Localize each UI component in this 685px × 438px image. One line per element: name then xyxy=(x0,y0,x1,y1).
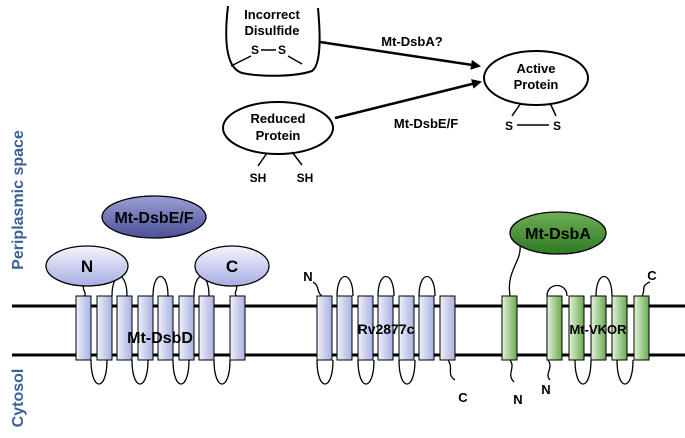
arrow-upper-label: Mt-DsbA? xyxy=(381,34,442,49)
rv-label: Rv2877c xyxy=(358,321,415,337)
disulfide-stem-right xyxy=(287,55,303,65)
rv-helix xyxy=(377,295,394,361)
dsbd-n-domain xyxy=(45,245,129,287)
dsba-n-tail xyxy=(509,359,515,383)
dsbd-c-label: C xyxy=(226,257,238,276)
active-label-line1: Active xyxy=(516,61,555,76)
rv-n-tail xyxy=(312,281,323,297)
active-sulfur-right: S xyxy=(553,119,561,133)
rv-peri-loop xyxy=(336,276,354,297)
dsba-n-label: N xyxy=(513,392,522,407)
vkor-n-label: N xyxy=(541,382,550,397)
active-label-line2: Protein xyxy=(514,77,559,92)
rv-cyto-loop xyxy=(398,359,416,385)
dsbef-ellipse xyxy=(101,195,207,239)
reduced-label-line2: Protein xyxy=(256,128,301,143)
arrow-lower-label: Mt-DsbE/F xyxy=(394,116,458,131)
thiol-left: SH xyxy=(250,171,267,185)
disulfide-stem-left xyxy=(230,55,252,67)
disulfide-sulfur-left: S xyxy=(251,43,259,57)
dsbef-label: Mt-DsbE/F xyxy=(114,210,193,227)
incorrect-disulfide-shape xyxy=(225,5,321,77)
rv-c-tail xyxy=(447,359,456,381)
dsbd-cyto-loop xyxy=(172,359,190,385)
dsba-label: Mt-DsbA xyxy=(525,226,591,243)
vkor-c-label: C xyxy=(647,268,657,283)
vkor-peri-loop xyxy=(546,284,568,297)
disulfide-sulfur-right: S xyxy=(278,43,286,57)
mt-dsbd: N C Mt-DsbD xyxy=(45,245,270,385)
dsbd-helix xyxy=(75,295,92,361)
dsba-ellipse xyxy=(509,211,607,255)
dsbd-peri-loop xyxy=(152,276,169,297)
arrow-reduction xyxy=(334,79,482,120)
dsbd-helix xyxy=(178,295,195,361)
rv-c-label: C xyxy=(458,390,468,405)
vkor-helix xyxy=(546,295,563,361)
dsbd-helix xyxy=(96,295,113,361)
rv-peri-loop xyxy=(377,276,395,297)
dsbd-n-label: N xyxy=(81,257,93,276)
rv-cyto-loop xyxy=(357,359,375,385)
vkor-c-tail xyxy=(641,281,651,297)
dsba-helix xyxy=(501,295,518,361)
periplasm-label: Periplasmic space xyxy=(10,130,27,270)
cytosol-label: Cytosol xyxy=(10,369,27,428)
rv2877c: N Rv2877c C xyxy=(303,269,468,405)
active-sulfur-left: S xyxy=(505,119,513,133)
incorrect-label-line2: Disulfide xyxy=(245,23,300,38)
dsbd-helix xyxy=(229,295,246,361)
dsbd-helix xyxy=(157,295,174,361)
incorrect-label-line1: Incorrect xyxy=(244,7,300,22)
dsbd-cyto-loop xyxy=(213,359,231,385)
active-stem-left xyxy=(511,102,522,117)
vkor-cyto-loop xyxy=(616,359,634,385)
vkor-helix xyxy=(611,295,628,361)
dsbd-helix xyxy=(137,295,154,361)
dsba-tether xyxy=(508,244,521,297)
reaction-scheme: Incorrect Disulfide S S Reduced Protein … xyxy=(222,5,589,185)
rv-helix xyxy=(418,295,435,361)
vkor-helix xyxy=(568,295,585,361)
dsbd-c-domain xyxy=(194,245,270,287)
rv-helix xyxy=(336,295,353,361)
vkor-cyto-loop xyxy=(574,359,592,385)
dsbd-helix xyxy=(116,295,133,361)
thiol-stem-left xyxy=(257,152,268,167)
vkor-helix xyxy=(590,295,607,361)
vkor-label: Mt-VKOR xyxy=(569,322,627,337)
rv-helix xyxy=(439,295,456,361)
rv-peri-loop xyxy=(418,276,436,297)
vkor-n-tail xyxy=(547,359,551,381)
rv-n-label: N xyxy=(303,269,312,284)
active-protein-ellipse xyxy=(483,50,589,106)
vkor-peri-loop xyxy=(595,276,613,297)
dsbd-cyto-loop xyxy=(131,359,149,385)
dsbd-label: Mt-DsbD xyxy=(127,330,193,347)
mt-dsbef: Mt-DsbE/F xyxy=(101,195,207,239)
dsbd-helix xyxy=(198,295,215,361)
rv-helix xyxy=(357,295,374,361)
reduced-label-line1: Reduced xyxy=(251,111,306,126)
dsbd-cyto-loop xyxy=(90,359,108,385)
rv-helix xyxy=(316,295,333,361)
reduced-protein-ellipse xyxy=(222,101,334,155)
thiol-right: SH xyxy=(297,171,314,185)
thiol-stem-right xyxy=(291,151,303,166)
rv-helix xyxy=(398,295,415,361)
active-stem-right xyxy=(549,102,557,117)
arrow-oxidation xyxy=(319,40,481,70)
vkor-helix xyxy=(633,295,650,361)
mt-dsba: Mt-DsbA N xyxy=(501,211,607,407)
rv-cyto-loop xyxy=(316,359,334,385)
mt-vkor: Mt-VKOR N C xyxy=(541,268,657,397)
